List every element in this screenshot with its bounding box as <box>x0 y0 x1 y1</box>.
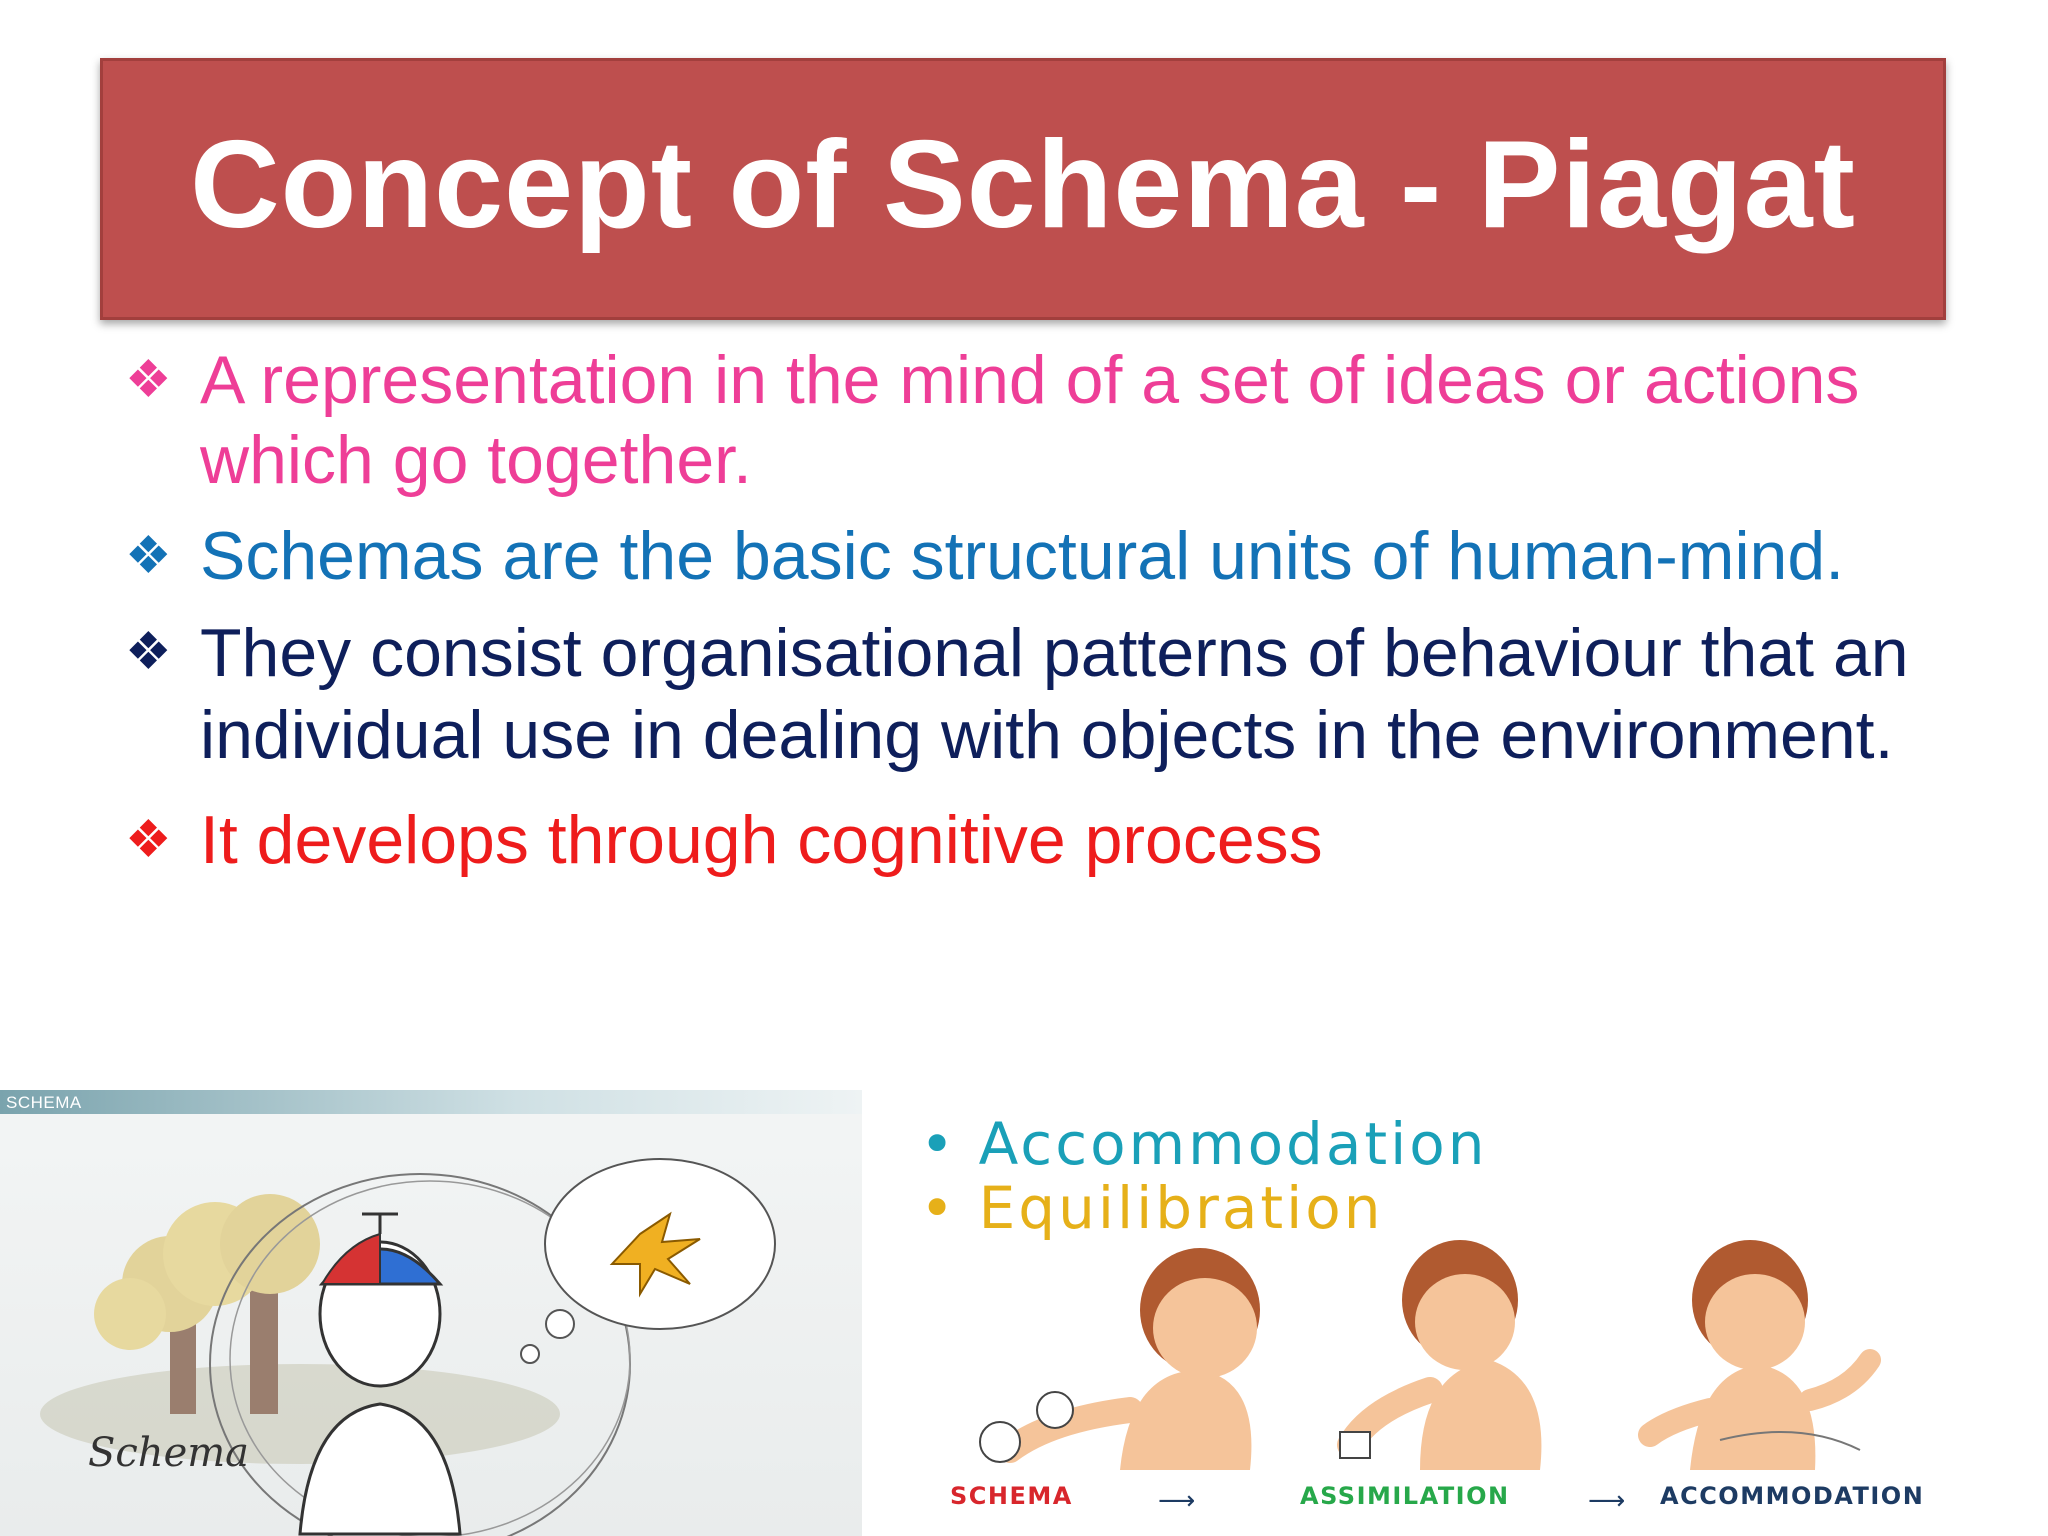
stages-illustration: • Accommodation • Equilibration SCHEMA ⟶… <box>900 1090 2048 1536</box>
diamond-bullet-icon: ❖ <box>125 623 172 681</box>
arrow-right-icon: ⟶ <box>1588 1486 1626 1516</box>
list-item-equilibration: • Equilibration <box>920 1174 1384 1242</box>
diamond-bullet-icon: ❖ <box>125 527 172 585</box>
bullet-text-2: Schemas are the basic structural units o… <box>200 518 1845 594</box>
bullet-item-2: ❖ Schemas are the basic structural units… <box>125 516 1925 596</box>
strip-label: SCHEMA <box>6 1093 82 1112</box>
stage-label-schema: SCHEMA <box>950 1482 1073 1510</box>
bullet-text-3: They consist organisational patterns of … <box>200 615 1909 773</box>
bullet-list: ❖ A representation in the mind of a set … <box>125 340 1925 880</box>
bullet-text-4: It develops through cognitive process <box>200 802 1323 878</box>
bullet-item-1: ❖ A representation in the mind of a set … <box>125 340 1925 500</box>
schema-caption: Schema <box>88 1430 250 1476</box>
bullet-text-1: A representation in the mind of a set of… <box>200 342 1860 498</box>
diamond-bullet-icon: ❖ <box>125 351 172 409</box>
bullet-item-3: ❖ They consist organisational patterns o… <box>125 612 1925 776</box>
slide-title: Concept of Schema - Piagat <box>190 116 1856 254</box>
illustration-header-strip: SCHEMA <box>0 1090 862 1114</box>
bullet-item-4: ❖ It develops through cognitive process <box>125 800 1925 880</box>
diamond-bullet-icon: ❖ <box>125 811 172 869</box>
title-banner: Concept of Schema - Piagat <box>100 58 1946 320</box>
stage-label-assimilation: ASSIMILATION <box>1300 1482 1510 1510</box>
babies-drawing <box>979 1240 1881 1470</box>
arrow-right-icon: ⟶ <box>1158 1486 1196 1516</box>
schema-illustration: SCHEMA Schema <box>0 1090 862 1536</box>
schema-cartoon-drawing <box>40 1158 776 1536</box>
list-item-accommodation: • Accommodation <box>920 1110 1488 1178</box>
stage-label-accommodation: ACCOMMODATION <box>1660 1482 1925 1510</box>
